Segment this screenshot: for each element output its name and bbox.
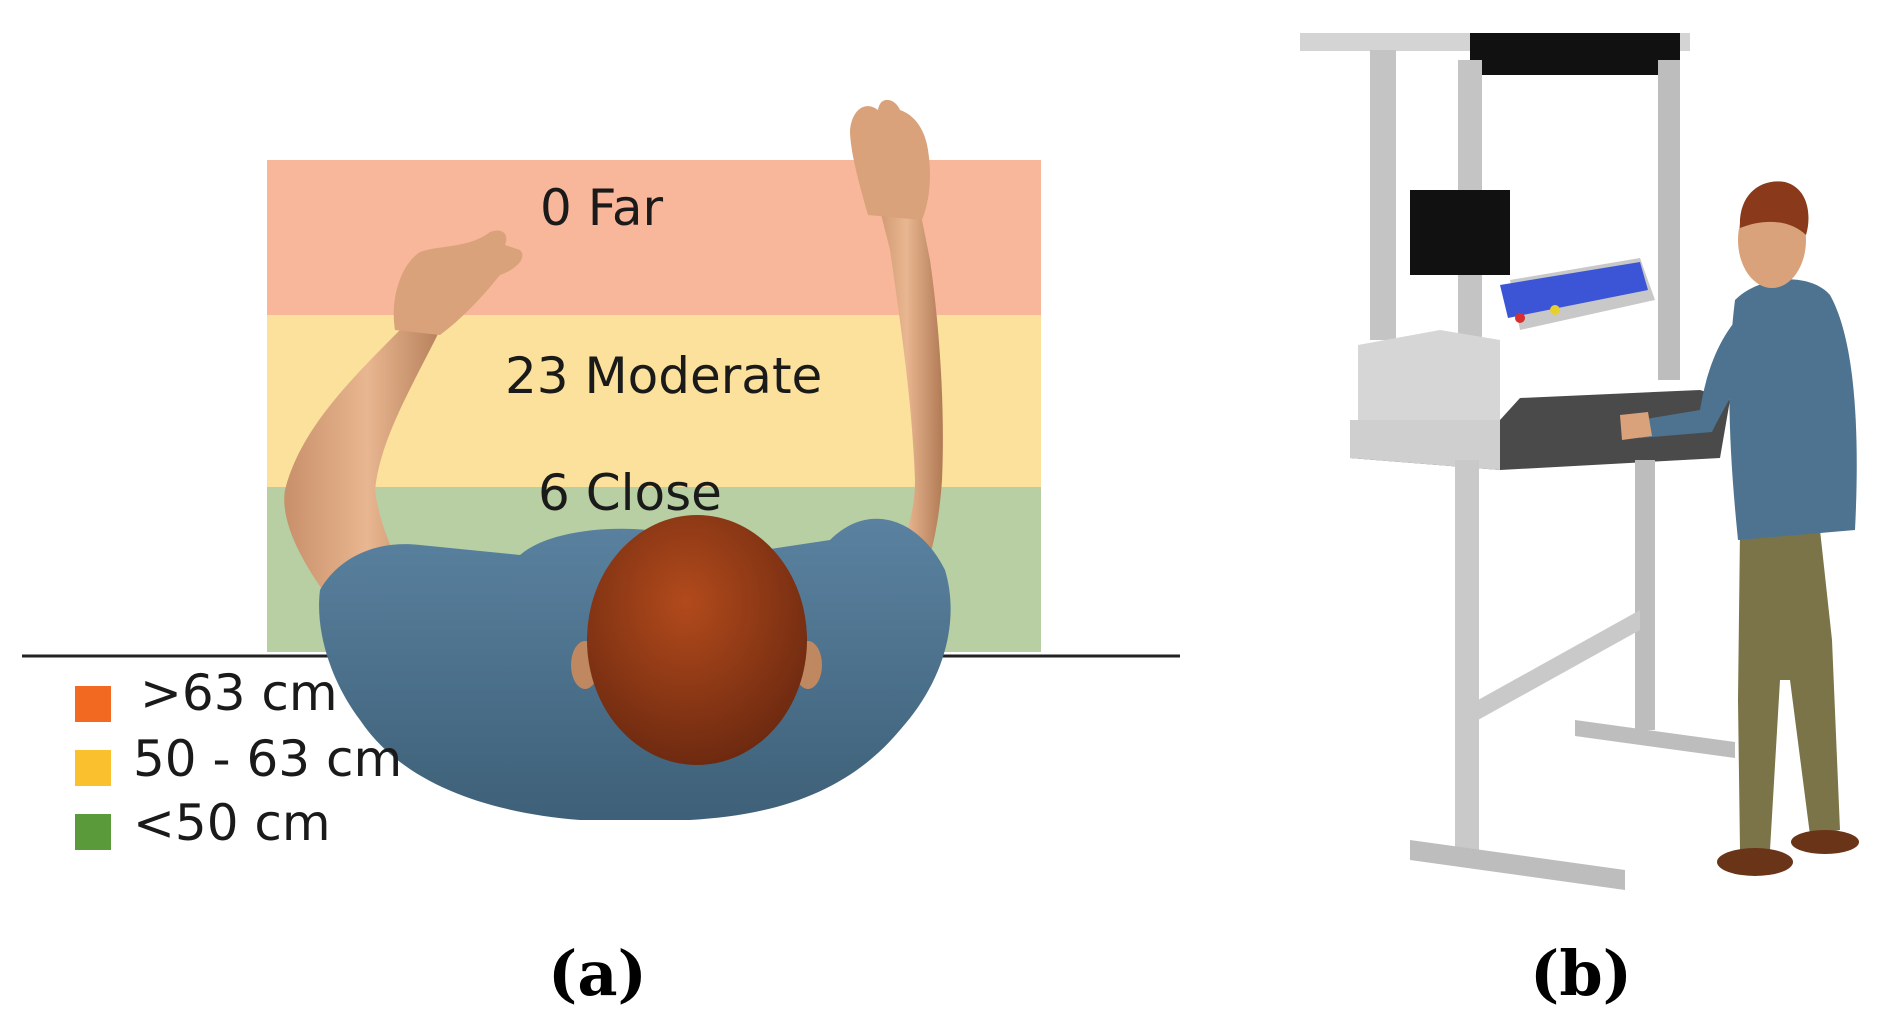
panel-a: 0 Far 23 Moderate 6 Close >63 cm [22,99,1180,1010]
legend-label-close: <50 cm [133,794,331,852]
work-surface-edge [1350,420,1500,470]
zone-moderate-label: 23 Moderate [505,347,822,405]
worker-hair [1739,181,1809,235]
right-upright [1658,60,1680,380]
right-hand [850,99,930,220]
left-hand [393,230,523,335]
back-leg [1635,460,1655,730]
back-foot [1575,720,1735,758]
worker-hand [1620,412,1652,440]
zone-close-label: 6 Close [538,464,722,522]
worker-shoe-left [1717,848,1793,876]
worker-shirt [1729,279,1857,540]
front-left-leg [1455,460,1479,860]
legend-label-moderate: 50 - 63 cm [133,730,402,788]
bin-red-part [1515,313,1525,323]
leg-crossbar [1478,610,1640,720]
worker-arm [1640,310,1765,438]
zone-far-label: 0 Far [540,179,664,237]
top-light-bar [1470,33,1680,75]
worker-shoe-right [1791,830,1859,854]
worker-top-view-illustration [284,99,951,820]
workstation-illustration [1300,33,1735,890]
parts-bins [1500,262,1648,318]
panel-b-caption: (b) [1530,937,1632,1010]
distance-legend: >63 cm 50 - 63 cm <50 cm [75,664,402,852]
left-arm [284,288,450,600]
legend-swatch-close [75,814,111,850]
panel-a-caption: (a) [548,937,647,1010]
left-machine [1358,330,1500,425]
bin-yellow-part [1550,305,1560,315]
head [587,515,807,765]
standing-worker-illustration [1620,181,1859,876]
left-upright [1370,50,1396,340]
panel-b: (b) [1300,33,1859,1010]
monitor [1410,190,1510,275]
front-foot [1410,840,1625,890]
right-arm [870,198,943,620]
legend-swatch-moderate [75,750,111,786]
worker-pants [1738,530,1840,850]
legend-label-far: >63 cm [140,664,338,722]
legend-swatch-far [75,686,111,722]
